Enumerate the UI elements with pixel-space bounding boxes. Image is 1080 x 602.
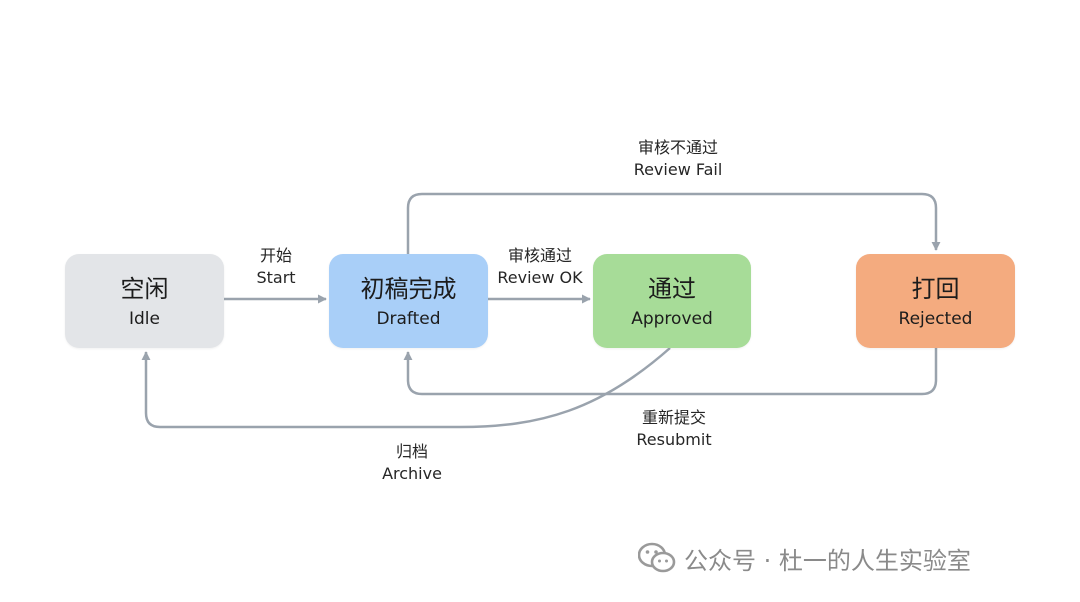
label-review-ok: 审核通过 Review OK	[488, 245, 592, 289]
state-idle-zh: 空闲	[120, 275, 169, 303]
label-review-fail: 审核不通过 Review Fail	[618, 137, 738, 181]
wechat-icon	[638, 542, 676, 573]
state-idle: 空闲 Idle	[65, 254, 224, 348]
state-approved-zh: 通过	[648, 275, 696, 303]
label-archive-en: Archive	[382, 464, 442, 483]
state-idle-en: Idle	[129, 309, 160, 329]
label-review-fail-zh: 审核不通过	[637, 138, 718, 157]
state-drafted: 初稿完成 Drafted	[329, 254, 488, 348]
label-review-ok-en: Review OK	[497, 268, 583, 287]
label-start-en: Start	[256, 268, 296, 287]
edge-review-fail	[406, 192, 941, 254]
label-resubmit: 重新提交 Resubmit	[624, 407, 724, 451]
state-rejected-en: Rejected	[898, 309, 973, 329]
label-review-fail-en: Review Fail	[633, 160, 723, 179]
edge-archive	[141, 347, 671, 429]
state-rejected: 打回 Rejected	[856, 254, 1015, 348]
watermark-text: 公众号 · 杜一的人生实验室	[684, 546, 971, 575]
label-start: 开始 Start	[236, 245, 316, 289]
label-review-ok-zh: 审核通过	[507, 246, 572, 265]
state-rejected-zh: 打回	[911, 275, 960, 303]
label-archive-zh: 归档	[395, 442, 428, 461]
watermark: 公众号 · 杜一的人生实验室	[638, 538, 971, 578]
label-start-zh: 开始	[259, 246, 292, 265]
label-archive: 归档 Archive	[372, 441, 452, 485]
state-approved: 通过 Approved	[593, 254, 751, 348]
label-resubmit-en: Resubmit	[636, 430, 712, 449]
label-resubmit-zh: 重新提交	[641, 408, 706, 427]
edge-resubmit	[403, 348, 938, 396]
state-drafted-en: Drafted	[376, 309, 441, 329]
state-drafted-zh: 初稿完成	[360, 275, 457, 303]
state-approved-en: Approved	[631, 309, 713, 329]
